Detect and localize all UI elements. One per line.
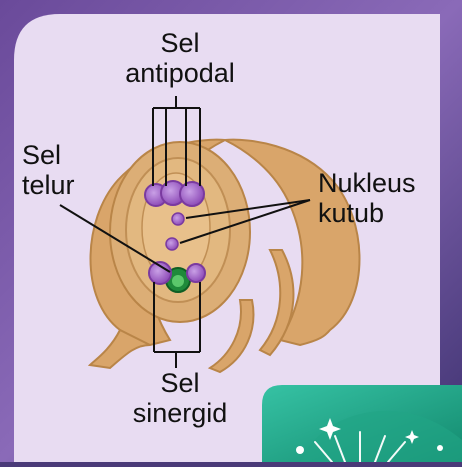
label-sel-antipodal-line1: Sel (100, 28, 260, 58)
label-sel-telur-line1: Sel (22, 140, 112, 170)
label-sel-sinergid-line2: sinergid (100, 398, 260, 428)
label-nukleus-kutub-line2: kutub (318, 198, 462, 228)
label-sel-sinergid: Sel sinergid (100, 368, 260, 428)
label-nukleus-kutub: Nukleus kutub (318, 168, 462, 228)
label-sel-telur-line2: telur (22, 170, 112, 200)
label-nukleus-kutub-line1: Nukleus (318, 168, 462, 198)
label-sel-antipodal: Sel antipodal (100, 28, 260, 88)
label-sel-antipodal-line2: antipodal (100, 58, 260, 88)
label-sel-sinergid-line1: Sel (100, 368, 260, 398)
label-sel-telur: Sel telur (22, 140, 112, 200)
corner-decoration (262, 385, 462, 462)
